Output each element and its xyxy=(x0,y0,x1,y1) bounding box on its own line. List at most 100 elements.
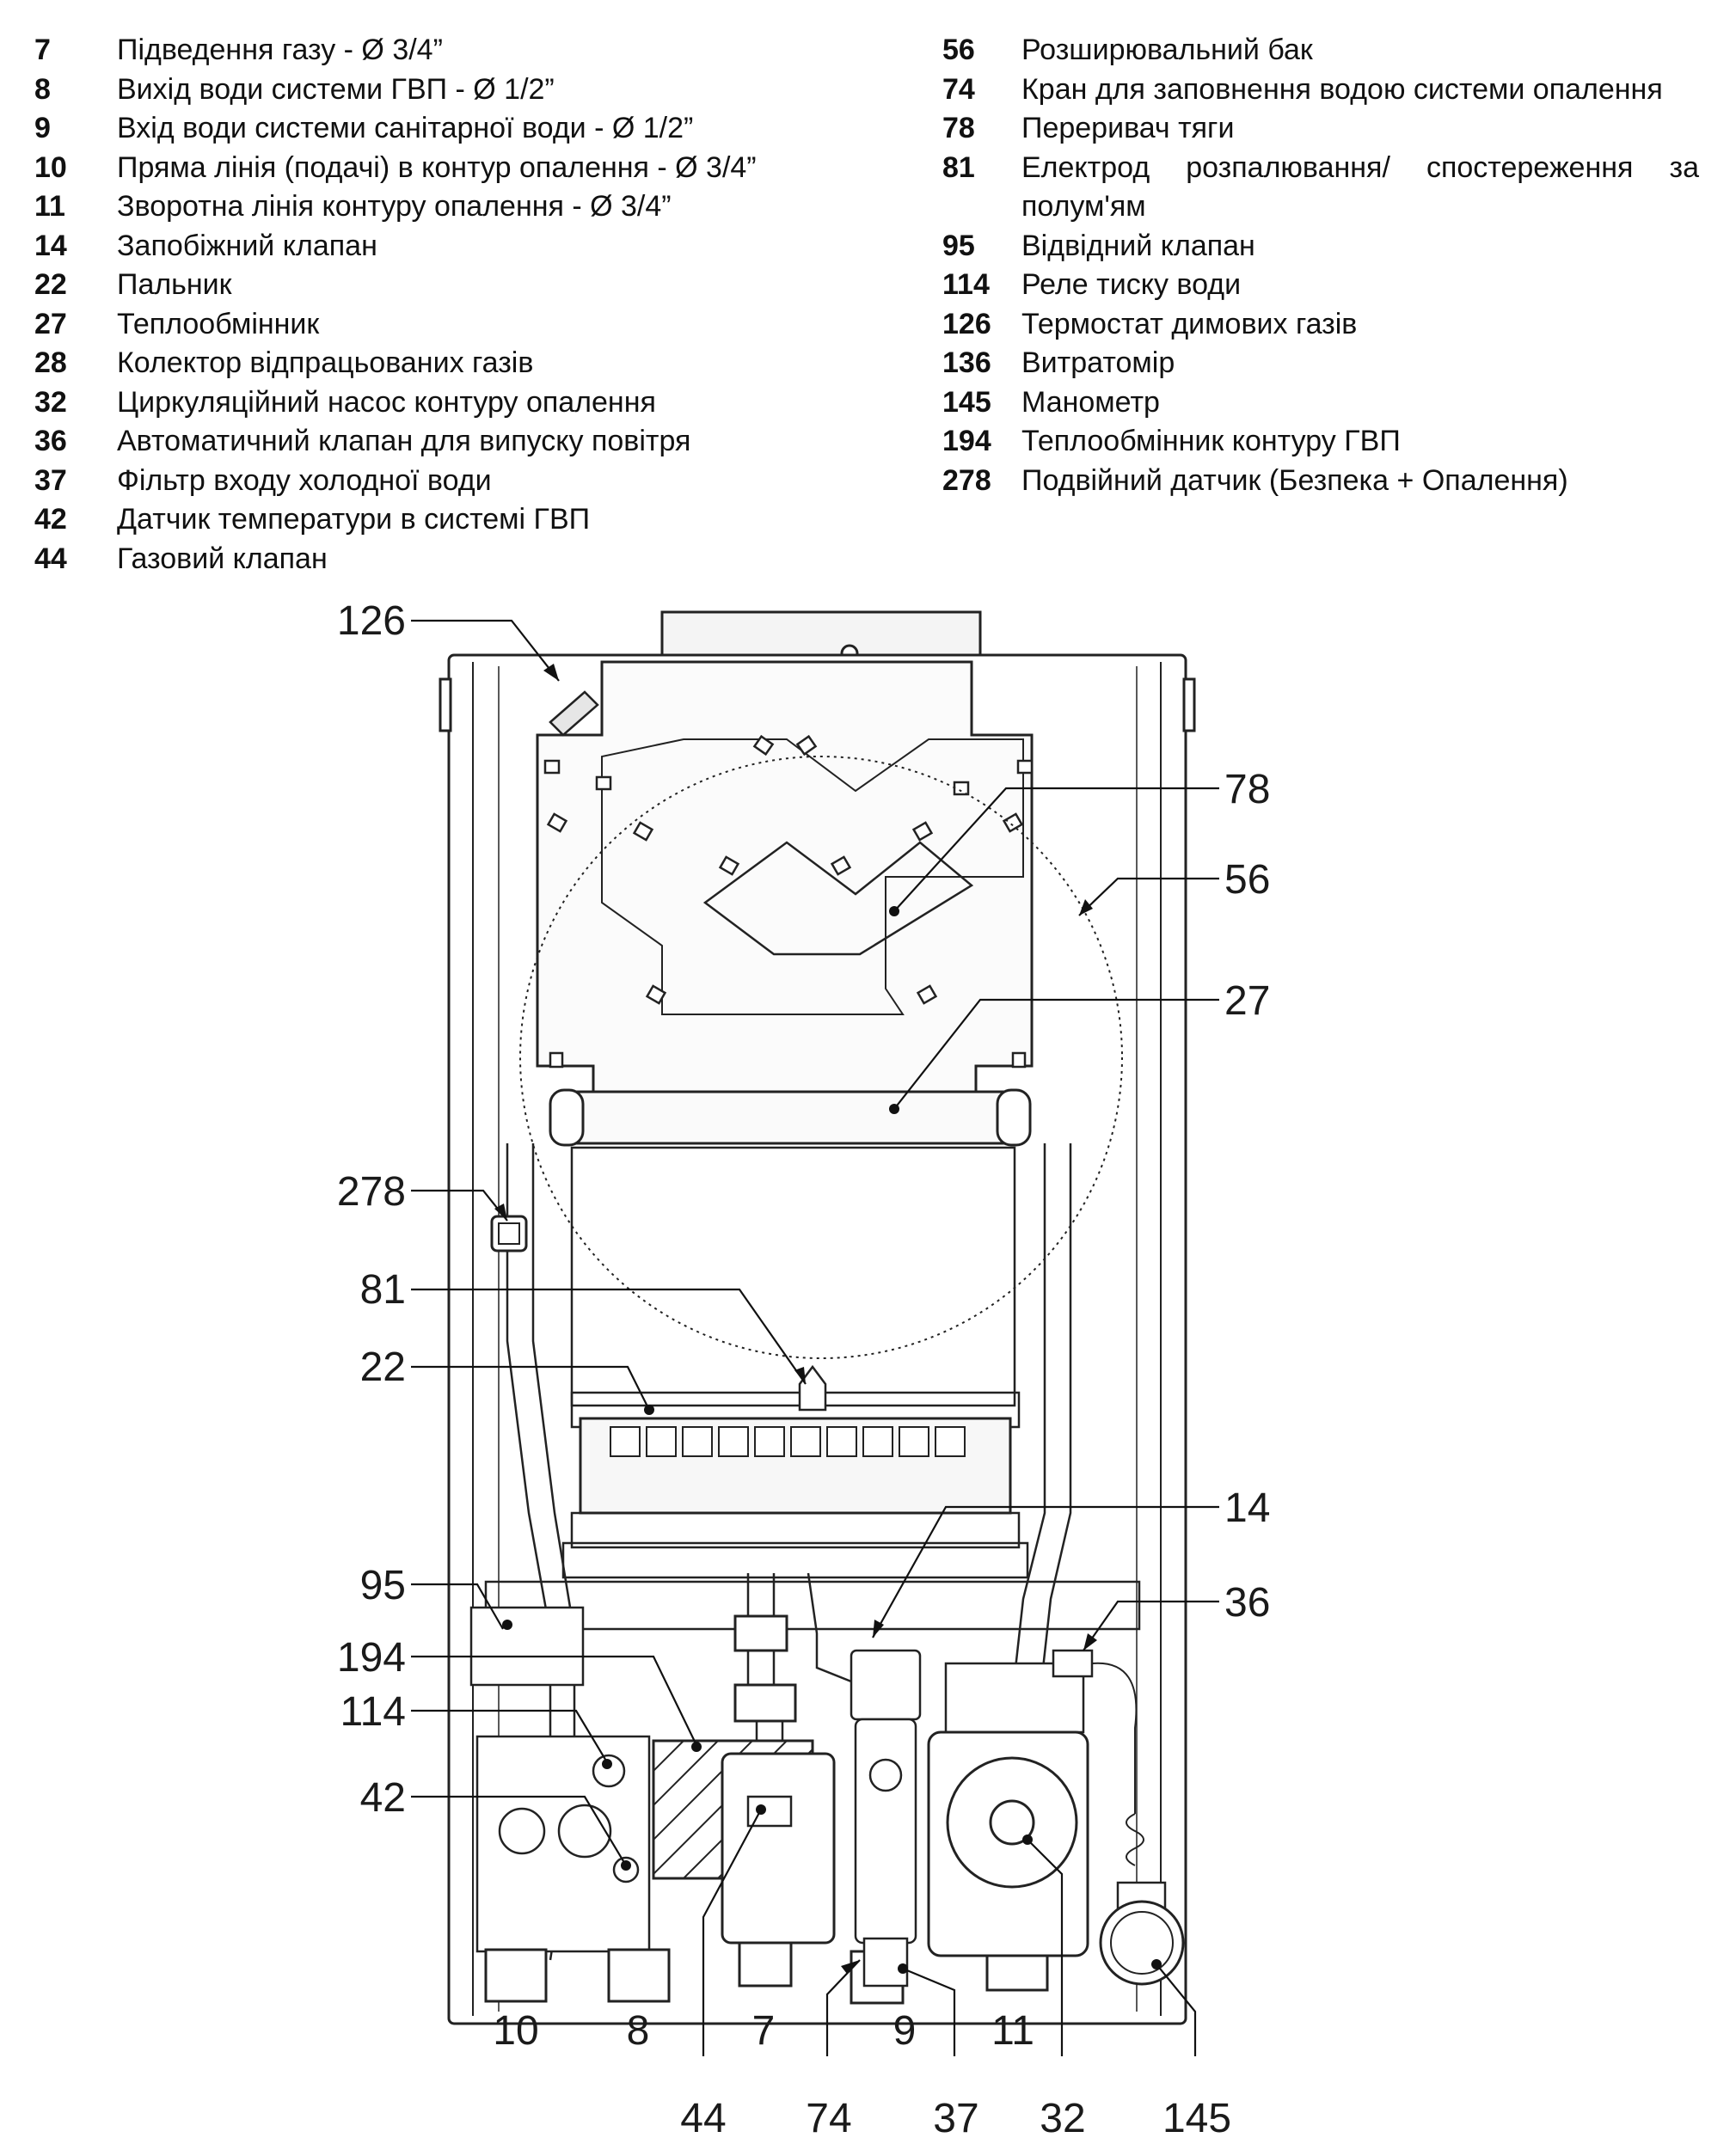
plate-slots xyxy=(543,734,1034,1069)
legend-text: Термостат димових газів xyxy=(1021,307,1358,340)
callout-11: 11 xyxy=(991,2008,1034,2054)
legend-item: 81 Електрод розпалювання/ спостереження з… xyxy=(942,149,1699,227)
leader-arrows xyxy=(494,664,1097,1974)
callout-74: 74 xyxy=(806,2096,851,2141)
legend-text: Теплообмінник контуру ГВП xyxy=(1021,425,1401,457)
legend-number: 56 xyxy=(942,34,975,66)
callout-22: 22 xyxy=(360,1344,406,1390)
legend-text: Фільтр входу холодної води xyxy=(117,463,492,497)
legend-item: 27 Теплообмінник xyxy=(34,305,825,345)
legend-item: 95 Відвідний клапан xyxy=(942,227,1699,266)
legend-item: 78 Переривач тяги xyxy=(942,109,1699,149)
callout-78: 78 xyxy=(1224,767,1270,812)
legend-number: 11 xyxy=(34,190,65,223)
legend-number: 42 xyxy=(34,503,67,536)
legend-text: Кран для заповнення водою системи опален… xyxy=(1021,72,1663,106)
legend-item: 194 Теплообмінник контуру ГВП xyxy=(942,422,1699,462)
legend-text: Колектор відпрацьованих газів xyxy=(117,346,534,379)
callouts-right: 78 56 27 14 36 xyxy=(1224,767,1270,1626)
legend-number: 28 xyxy=(34,346,67,379)
legend-number: 78 xyxy=(942,112,975,144)
callout-7: 7 xyxy=(752,2008,776,2054)
callout-95: 95 xyxy=(360,1563,406,1608)
legend-item: 36 Автоматичний клапан для випуску повітр… xyxy=(34,422,825,462)
legend-text: Автоматичний клапан для випуску повітря xyxy=(117,425,691,457)
callout-44: 44 xyxy=(680,2096,726,2141)
legend-text: Зворотна лінія контуру опалення - Ø 3/4” xyxy=(117,190,672,223)
legend-text: Електрод розпалювання/ спостереження за … xyxy=(1021,150,1699,224)
legend-right: 56 Розширювальний бак 74 Кран для заповнен… xyxy=(942,31,1699,500)
callout-9: 9 xyxy=(893,2008,917,2054)
legend-item: 7 Підведення газу - Ø 3/4” xyxy=(34,31,825,70)
callout-32: 32 xyxy=(1040,2096,1085,2141)
legend-text: Витратомір xyxy=(1021,346,1175,379)
leader-dots xyxy=(502,906,1162,1974)
legend-number: 32 xyxy=(34,385,67,419)
legend-number: 74 xyxy=(942,72,975,106)
legend-item: 114 Реле тиску води xyxy=(942,266,1699,305)
callouts-left: 126 278 81 22 95 194 114 42 xyxy=(337,598,406,1821)
legend-item: 11 Зворотна лінія контуру опалення - Ø 3/… xyxy=(34,187,825,227)
legend-number: 27 xyxy=(34,307,67,340)
legend-item: 56 Розширювальний бак xyxy=(942,31,1699,70)
legend-item: 32 Циркуляційний насос контуру опалення xyxy=(34,383,825,423)
callout-145: 145 xyxy=(1162,2096,1231,2141)
legend-item: 8 Вихід води системи ГВП - Ø 1/2” xyxy=(34,70,825,110)
legend-text: Подвійний датчик (Безпека + Опалення) xyxy=(1021,463,1568,497)
legend-number: 44 xyxy=(34,542,67,575)
legend-number: 194 xyxy=(942,425,991,457)
boiler-drawing xyxy=(439,610,1196,2025)
legend-number: 81 xyxy=(942,150,975,184)
callout-114: 114 xyxy=(340,1689,406,1735)
callout-37: 37 xyxy=(933,2096,978,2141)
legend-number: 8 xyxy=(34,72,51,106)
legend-number: 278 xyxy=(942,463,991,497)
legend-text: Пряма лінія (подачі) в контур опалення -… xyxy=(117,150,757,184)
callout-278: 278 xyxy=(337,1169,406,1215)
legend-number: 136 xyxy=(942,346,991,379)
legend-item: 74 Кран для заповнення водою системи опал… xyxy=(942,70,1699,110)
callout-194: 194 xyxy=(337,1635,406,1681)
callouts-bottom: 10 8 7 9 11 44 74 37 32 145 xyxy=(493,2008,1231,2141)
legend-number: 7 xyxy=(34,34,51,66)
legend-number: 9 xyxy=(34,112,51,144)
legend-text: Відвідний клапан xyxy=(1021,229,1255,262)
callout-126: 126 xyxy=(337,598,406,644)
legend-number: 145 xyxy=(942,385,991,419)
callout-42: 42 xyxy=(360,1775,406,1821)
legend-item: 44 Газовий клапан xyxy=(34,540,825,579)
legend-text: Теплообмінник xyxy=(117,307,320,340)
legend-text: Переривач тяги xyxy=(1021,112,1235,144)
legend-text: Пальник xyxy=(117,268,232,301)
legend-number: 114 xyxy=(942,268,990,301)
legend-number: 36 xyxy=(34,425,67,457)
legend-left: 7 Підведення газу - Ø 3/4” 8 Вихід води си… xyxy=(34,31,825,579)
callout-56: 56 xyxy=(1224,857,1270,903)
legend-text: Розширювальний бак xyxy=(1021,34,1313,66)
callout-27: 27 xyxy=(1224,978,1270,1024)
legend-item: 136 Витратомір xyxy=(942,344,1699,383)
legend-item: 28 Колектор відпрацьованих газів xyxy=(34,344,825,383)
legend-text: Підведення газу - Ø 3/4” xyxy=(117,34,443,66)
legend-text: Реле тиску води xyxy=(1021,268,1242,301)
callout-81: 81 xyxy=(360,1267,406,1313)
legend-text: Газовий клапан xyxy=(117,542,328,575)
callout-8: 8 xyxy=(627,2008,650,2054)
legend-item: 278 Подвійний датчик (Безпека + Опалення) xyxy=(942,462,1699,501)
legend-item: 22 Пальник xyxy=(34,266,825,305)
burner-ramps xyxy=(610,1426,966,1457)
legend-number: 95 xyxy=(942,229,975,262)
legend-number: 22 xyxy=(34,268,67,301)
callout-10: 10 xyxy=(493,2008,538,2054)
legend-text: Циркуляційний насос контуру опалення xyxy=(117,385,656,419)
legend-item: 145 Манометр xyxy=(942,383,1699,423)
legend-text: Манометр xyxy=(1021,385,1160,419)
legend-text: Вихід води системи ГВП - Ø 1/2” xyxy=(117,72,555,106)
